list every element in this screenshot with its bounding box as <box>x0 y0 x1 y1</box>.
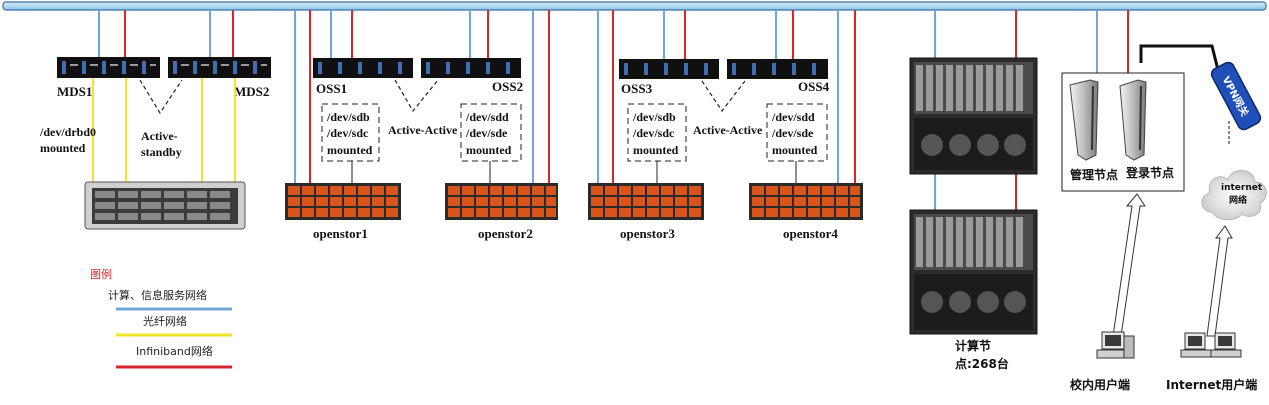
internet-access-arrow <box>1206 225 1233 337</box>
legend-compute-label: 计算、信息服务网络 <box>108 288 207 302</box>
oss1-server <box>313 58 413 78</box>
compute-nodes: 计算节 点:268台 <box>909 10 1038 371</box>
oss-ha-label: Active-Active <box>693 123 763 137</box>
legend-fiber-label: 光纤网络 <box>143 314 187 328</box>
oss-ha-label: Active-Active <box>388 123 458 137</box>
volume-label: mounted <box>466 143 512 157</box>
openstor4-label: openstor4 <box>783 226 838 241</box>
campus-access-arrow <box>1112 193 1146 337</box>
oss2-server <box>421 58 521 78</box>
volume-label: mounted <box>772 143 818 157</box>
volume-label: mounted <box>633 143 679 157</box>
mgmt-node-server <box>1069 79 1099 161</box>
legend: 图例 计算、信息服务网络 光纤网络 Infiniband网络 <box>90 267 232 369</box>
internet-cloud-label: internet <box>1221 183 1263 193</box>
compute-label: 计算节 <box>955 338 991 353</box>
campus-client-computer <box>1096 331 1135 359</box>
volume-label: /dev/sdc <box>632 126 675 140</box>
volume-label: /dev/sdb <box>632 110 676 124</box>
login-node-label: 登录节点 <box>1125 165 1174 180</box>
volume-label: /dev/sdc <box>326 126 369 140</box>
volume-label: /dev/sdd <box>771 110 815 124</box>
mds-ha-label: Active- <box>141 129 178 143</box>
volume-label: /dev/sde <box>771 126 814 140</box>
heartbeat-link <box>139 79 183 115</box>
internet-cloud-label: 网络 <box>1229 194 1247 206</box>
blade-chassis <box>909 57 1038 175</box>
vpn-link <box>1139 44 1220 71</box>
openstor4-storage <box>749 183 863 220</box>
oss1-volume-box <box>321 103 380 162</box>
login-node-server <box>1119 79 1147 161</box>
internet-client-computer <box>1180 332 1242 358</box>
vpn-gateway: VPN网关 <box>1210 61 1262 131</box>
volume-label: /dev/sdd <box>465 110 509 124</box>
campus-client-label: 校内用户端 <box>1070 377 1130 392</box>
oss-group-1: OSS1 OSS2 Active-Active /dev/sdb /dev/sd… <box>285 10 558 241</box>
network-backbone-bus <box>2 1 1267 11</box>
openstor3-label: openstor3 <box>620 226 675 241</box>
oss4-server <box>727 59 828 79</box>
mds-mount-label: /dev/drbd0 <box>39 125 96 139</box>
heartbeat-link <box>394 79 439 113</box>
oss1-label: OSS1 <box>316 81 347 96</box>
openstor3-storage <box>588 183 704 220</box>
openstor2-label: openstor2 <box>478 226 533 241</box>
internet-cloud: internet 网络 <box>1201 170 1267 221</box>
heartbeat-link <box>701 80 746 113</box>
volume-label: mounted <box>327 143 373 157</box>
compute-label: 点:268台 <box>955 356 1009 371</box>
mds1-label: MDS1 <box>57 84 92 99</box>
mds2-server <box>168 57 271 78</box>
legend-title: 图例 <box>90 267 112 281</box>
mds-shared-storage <box>84 181 246 230</box>
openstor1-storage <box>285 183 401 220</box>
mgmt-section: 管理节点 登录节点 VPN网关 internet 网络 <box>1061 10 1267 221</box>
oss3-label: OSS3 <box>621 81 653 96</box>
legend-infiniband-label: Infiniband网络 <box>136 344 213 358</box>
mds-ha-label: standby <box>141 145 182 159</box>
mgmt-node-label: 管理节点 <box>1070 167 1118 182</box>
mds1-server <box>57 57 160 78</box>
mds-section: MDS1 MDS2 /dev/drbd0 mounted Active- sta… <box>39 10 271 230</box>
oss2-volume-box <box>460 103 522 162</box>
internet-client-label: Internet用户端 <box>1166 377 1257 392</box>
oss4-volume-box <box>766 103 828 162</box>
openstor2-storage <box>445 183 558 220</box>
mds-mount-label: mounted <box>40 141 86 155</box>
mds2-label: MDS2 <box>234 84 269 99</box>
blade-chassis <box>909 209 1038 335</box>
oss3-server <box>619 59 719 79</box>
volume-label: /dev/sdb <box>326 110 370 124</box>
openstor1-label: openstor1 <box>313 226 368 241</box>
volume-label: /dev/sde <box>465 126 508 140</box>
oss4-label: OSS4 <box>798 79 830 94</box>
oss2-label: OSS2 <box>492 79 523 94</box>
oss-group-2: OSS3 OSS4 Active-Active /dev/sdb /dev/sd… <box>588 10 863 241</box>
